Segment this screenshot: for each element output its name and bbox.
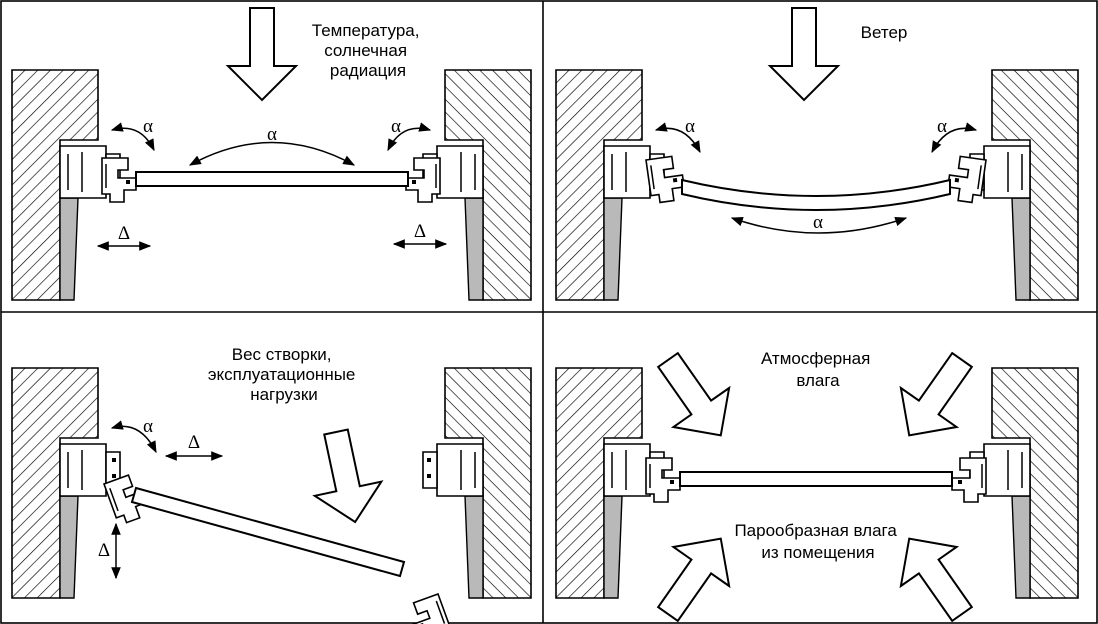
- delta-symbol: Δ: [98, 540, 110, 561]
- moisture-arrow-icon: [880, 339, 991, 456]
- sash-left: [645, 457, 681, 503]
- load-arrow-icon: [301, 423, 390, 531]
- panel-weight: Вес створки, эксплуатационные нагрузки α…: [11, 345, 532, 624]
- delta-symbol: Δ: [188, 432, 200, 453]
- panel-label-bottom: Парообразная влага из помещения: [734, 521, 901, 562]
- sash-left: [645, 154, 687, 205]
- alpha-symbol: α: [937, 116, 947, 137]
- panel-wind: Ветер α α α: [555, 7, 1079, 301]
- moisture-arrow-icon: [639, 339, 750, 456]
- panel-temperature: Температура, солнечная радиация α α α Δ …: [11, 7, 532, 301]
- alpha-symbol: α: [813, 212, 823, 233]
- panel-moisture: Атмосферная влага Парообразная влага из …: [555, 339, 1079, 624]
- panel-label-top: Атмосферная влага: [761, 349, 875, 390]
- panel-label: Температура, солнечная радиация: [312, 21, 424, 80]
- sagging-glass-unit: [130, 486, 406, 578]
- panel-label: Вес створки, эксплуатационные нагрузки: [208, 345, 360, 404]
- sash-right: [951, 457, 987, 503]
- rotation-arrow-icon: [730, 216, 908, 234]
- sash-right: [945, 154, 987, 205]
- rotation-arrow-icon: [110, 420, 157, 454]
- rotation-arrow-icon: [387, 122, 432, 152]
- panel-label: Ветер: [861, 23, 908, 42]
- delta-symbol: Δ: [118, 223, 130, 244]
- alpha-symbol: α: [143, 416, 153, 437]
- sash-right: [405, 157, 441, 203]
- rotation-arrow-icon: [110, 122, 155, 152]
- frame-right: [422, 443, 484, 497]
- alpha-symbol: α: [267, 124, 277, 145]
- rotation-arrow-icon: [931, 122, 978, 154]
- alpha-symbol: α: [391, 116, 401, 137]
- sash-right: [405, 593, 454, 624]
- rotation-arrow-icon: [188, 141, 356, 166]
- alpha-symbol: α: [685, 116, 695, 137]
- glass-unit: [679, 471, 953, 487]
- delta-symbol: Δ: [414, 221, 426, 242]
- wind-arrow-icon: [769, 7, 839, 101]
- rotation-arrow-icon: [654, 122, 701, 154]
- load-arrow-icon: [227, 7, 297, 101]
- alpha-symbol: α: [143, 116, 153, 137]
- sash-left: [101, 157, 137, 203]
- bent-glass-unit: [681, 178, 951, 211]
- vapor-arrow-icon: [639, 518, 750, 624]
- glass-unit: [135, 171, 409, 187]
